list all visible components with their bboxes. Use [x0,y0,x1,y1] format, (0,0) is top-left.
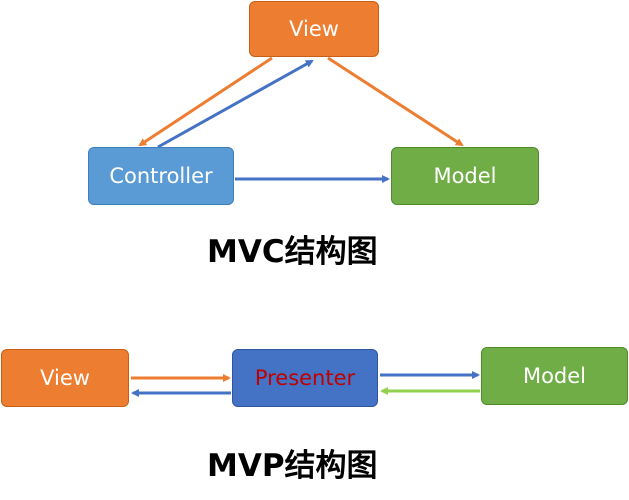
mvp-view-label: View [40,366,90,390]
mvp-model-box: Model [481,347,628,405]
mvc-model-label: Model [433,164,497,188]
mvc-caption: MVC结构图 [207,234,378,270]
arrow-controller-to-view [157,59,314,149]
mvp-model-label: Model [522,364,587,388]
mvc-view-box: View [249,1,379,57]
arrow-view-to-controller [138,56,273,147]
mvc-model-box: Model [391,147,539,205]
mvc-controller-box: Controller [88,147,234,205]
mvc-controller-label: Controller [109,164,213,188]
arrow-view-to-model [327,56,464,147]
mvc-view-label: View [289,17,339,41]
mvp-presenter-box: Presenter [232,349,378,407]
mvp-caption: MVP结构图 [207,448,378,484]
mvp-view-box: View [1,349,129,407]
mvp-presenter-label: Presenter [254,366,356,390]
